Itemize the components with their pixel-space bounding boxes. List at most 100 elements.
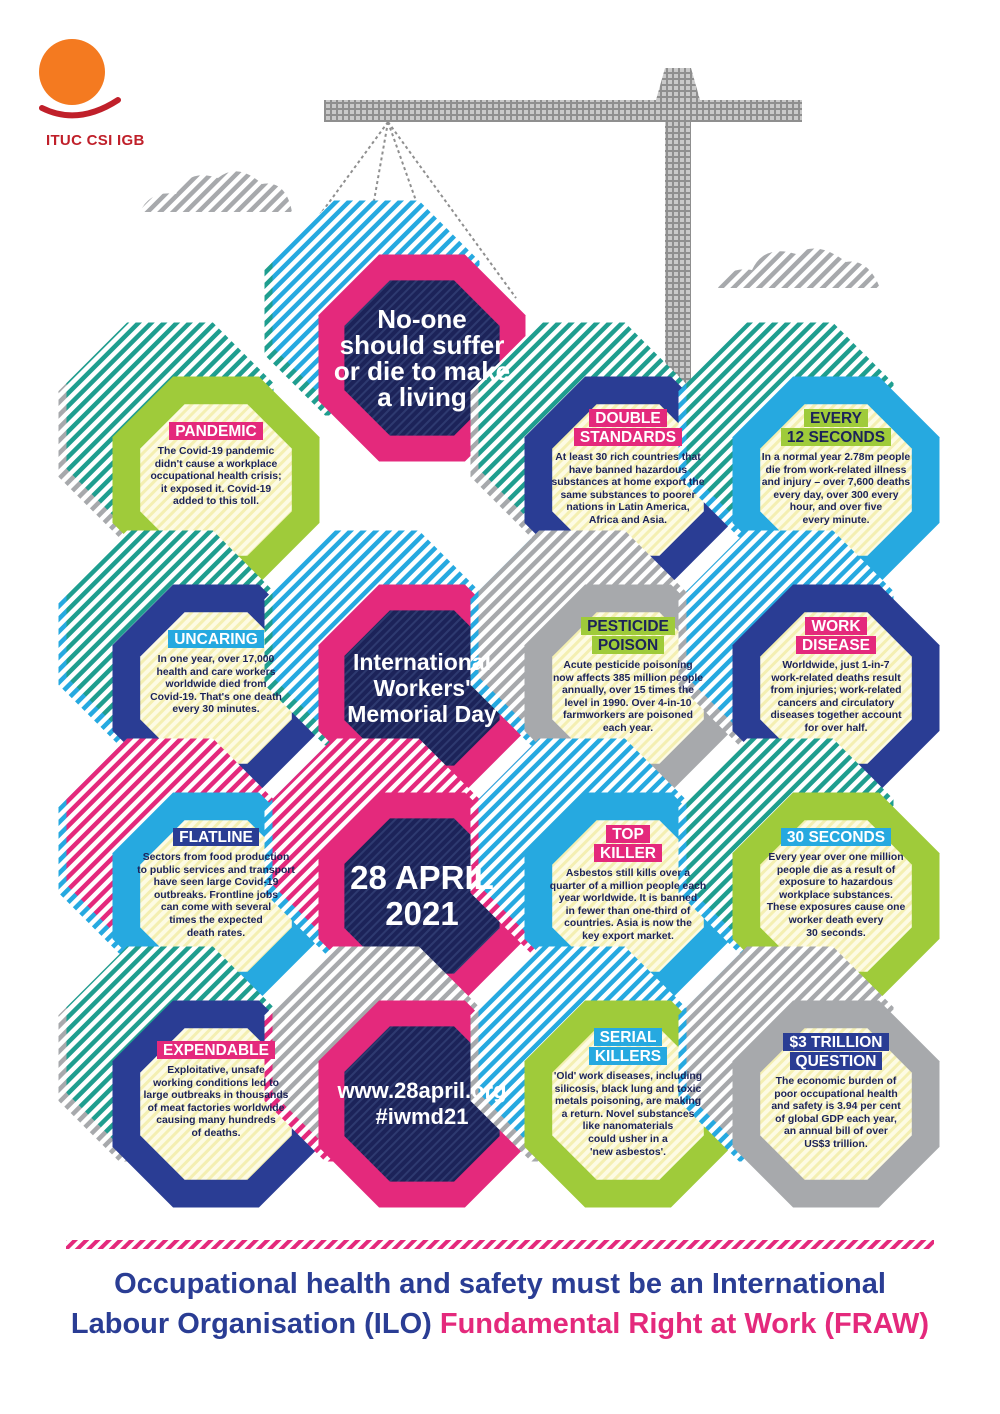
card-body-line: now affects 385 million people — [552, 672, 704, 684]
card-body-line: exposure to hazardous — [779, 877, 893, 889]
card-title: 30 SECONDS — [780, 828, 892, 846]
card-body-line: Acute pesticide poisoning — [563, 660, 693, 671]
card-title: SERIAL — [593, 1028, 663, 1046]
cloud-right-icon — [718, 248, 880, 288]
card-face-expendable — [140, 1028, 292, 1180]
card-body-line: diseases together account — [770, 710, 902, 722]
card-body-line: worldwide died from — [165, 679, 267, 691]
hero-face-web — [344, 1026, 500, 1182]
card-title: STANDARDS — [573, 428, 683, 446]
card-body-line: didn't cause a workplace — [154, 458, 278, 470]
card-body-line: working conditions led to — [153, 1077, 279, 1089]
card-body-line: death rates. — [186, 927, 246, 939]
card-body-line: 'Old' work diseases, including — [553, 1071, 703, 1082]
card-body-line: Every year over one million — [768, 852, 904, 863]
card-body-line: for over half. — [804, 722, 868, 734]
card-body-line: countries. Asia is now the — [564, 918, 692, 930]
card-title: TOP — [606, 825, 650, 843]
card-face-pesticide-poison — [552, 612, 704, 764]
card-title: POISON — [591, 636, 665, 654]
hero-web-line[interactable]: #iwmd21 — [375, 1104, 469, 1129]
cloud-left-icon — [140, 171, 292, 212]
hero-event-line: International — [352, 649, 491, 675]
card-body-line: Africa and Asia. — [588, 514, 668, 526]
footer-line-2: Labour Organisation (ILO) Fundamental Ri… — [0, 1306, 1000, 1343]
card-body-line: times the expected — [169, 914, 263, 926]
card-title: DISEASE — [795, 636, 877, 654]
card-body-line: work-related deaths result — [771, 672, 901, 684]
card-body-line: of global GDP each year, — [775, 1113, 897, 1125]
card-body-line: people die as a result of — [776, 864, 896, 876]
card-face-top-killer — [552, 820, 704, 972]
card-body-line: US$3 trillion. — [804, 1138, 868, 1150]
card-body-line: 'new asbestos'. — [590, 1146, 666, 1158]
card-body-line: Asbestos still kills over a — [565, 868, 691, 879]
card-title: WORK — [805, 617, 867, 635]
card-body-line: year worldwide. It is banned — [558, 893, 698, 905]
card-body-line: can come with several — [160, 902, 272, 914]
card-body-line: substances at home export the — [551, 477, 705, 489]
card-body-line: and safety is 3.94 per cent — [771, 1101, 901, 1113]
card-body-line: Covid-19. That's one death — [150, 691, 282, 703]
card-body-line: every minute. — [802, 514, 870, 526]
card-body-line: same substances to poorer — [560, 489, 696, 501]
card-body-line: The Covid-19 pandemic — [157, 446, 275, 457]
card-body-line: an annual bill of over — [784, 1126, 888, 1138]
card-title: $3 TRILLION — [783, 1033, 889, 1051]
card-body-line: it exposed it. Covid-19 — [160, 483, 272, 495]
card-title: 12 SECONDS — [780, 428, 892, 446]
logo-text: ITUC CSI IGB — [46, 132, 145, 149]
card-body-line: added to this toll. — [172, 496, 259, 508]
hero-slogan-line: No-one — [377, 304, 467, 334]
card-face-30-seconds — [760, 820, 912, 972]
hero-slogan-line: or die to make — [333, 356, 511, 386]
card-body-line: a return. Novel substances — [561, 1108, 695, 1120]
card-body-line: of deaths. — [191, 1127, 241, 1139]
card-body-line: Sectors from food production — [142, 852, 290, 863]
hero-date-line: 2021 — [385, 895, 459, 932]
card-title: EVERY — [804, 409, 868, 427]
hero-date-line: 28 APRIL — [350, 859, 494, 896]
card-body-line: and injury – over 7,600 deaths — [761, 477, 911, 489]
footer-line-2-blue: Labour Organisation (ILO) — [70, 1308, 440, 1340]
card-body-line: silicosis, black lung and toxic — [554, 1083, 702, 1095]
card-body-line: workplace substances. — [779, 889, 893, 901]
hero-web[interactable]: www.28april.org#iwmd21 — [332, 1078, 512, 1130]
card-body-line: cancers and circulatory — [777, 697, 895, 709]
card-body-line: Exploitative, unsafe — [167, 1065, 265, 1076]
card-body-line: metals poisoning, are making — [554, 1096, 702, 1108]
card-body-line: quarter of a million people each — [549, 880, 707, 892]
card-title: EXPENDABLE — [157, 1041, 275, 1059]
card-title: DOUBLE — [589, 409, 667, 427]
hero-web-line[interactable]: www.28april.org — [337, 1078, 507, 1103]
card-body-line: poor occupational health — [774, 1088, 898, 1100]
card-body-line: hour, and over five — [789, 502, 883, 514]
card-body-line: outbreaks. Frontline jobs — [153, 889, 279, 901]
card-title: PANDEMIC — [169, 422, 263, 440]
card-body-line: These exposures cause one — [766, 902, 906, 914]
card-title: PESTICIDE — [581, 617, 675, 635]
card-title: FLATLINE — [173, 828, 259, 846]
card-body-line: worker death every — [788, 914, 884, 926]
hero-event-line: Memorial Day — [347, 701, 497, 727]
card-body-line: nations in Latin America, — [566, 502, 690, 514]
sun-smile-logo-icon — [39, 39, 121, 119]
card-body-line: large outbreaks in thousands — [143, 1090, 289, 1102]
card-body-line: The economic burden of — [775, 1076, 897, 1087]
card-title: QUESTION — [789, 1052, 883, 1070]
hero-slogan-line: should suffer — [339, 330, 505, 360]
card-title: UNCARING — [168, 630, 264, 648]
card-body-line: every day, over 300 every — [773, 489, 899, 501]
card-body-line: In a normal year 2.78m people — [761, 452, 911, 463]
